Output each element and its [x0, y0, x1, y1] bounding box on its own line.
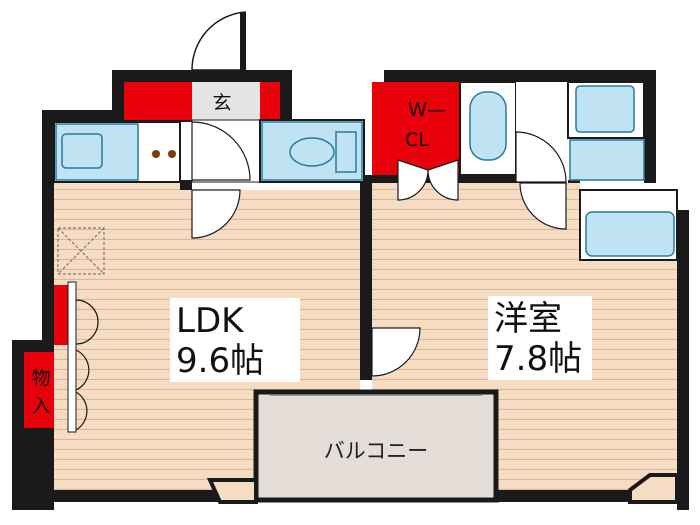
bath-door-swing [515, 131, 567, 183]
storage-label-line1: 物 [31, 367, 50, 389]
storage-door-swing [75, 349, 90, 391]
ldk-door-swing [191, 189, 241, 239]
storage-door-swing [75, 391, 88, 431]
closet-label-line1: W— [408, 99, 446, 121]
stove-burner-icon [152, 150, 160, 158]
entrance-label: 玄 [212, 92, 231, 114]
kitchen-door-swing [371, 327, 421, 377]
entrance: 玄 [124, 11, 280, 183]
balcony-label: バルコニー [324, 439, 429, 463]
ldk-size: 9.6帖 [176, 341, 264, 381]
balcony-area [253, 389, 499, 503]
fridge-space [57, 227, 105, 275]
closet-door-swing [427, 159, 459, 201]
entrance-door-swing [191, 11, 246, 71]
stove-burner-icon [168, 150, 176, 158]
western-name: 洋室 [494, 299, 562, 339]
western-size: 7.8帖 [494, 339, 582, 379]
storage-door-swing [75, 299, 99, 345]
kitchen-counter [53, 121, 181, 275]
wash-door-swing [519, 182, 567, 230]
walk-in-closet: W— CL [372, 82, 460, 201]
storage: 物 入 [24, 281, 99, 433]
closet-label-line2: CL [405, 129, 429, 151]
toilet-room [191, 119, 365, 183]
storage-label-line2: 入 [31, 395, 50, 417]
ldk-name: LDK [176, 301, 245, 341]
toilet-icon [289, 137, 335, 167]
bathroom [459, 81, 678, 261]
toilet-door-swing [191, 121, 251, 181]
